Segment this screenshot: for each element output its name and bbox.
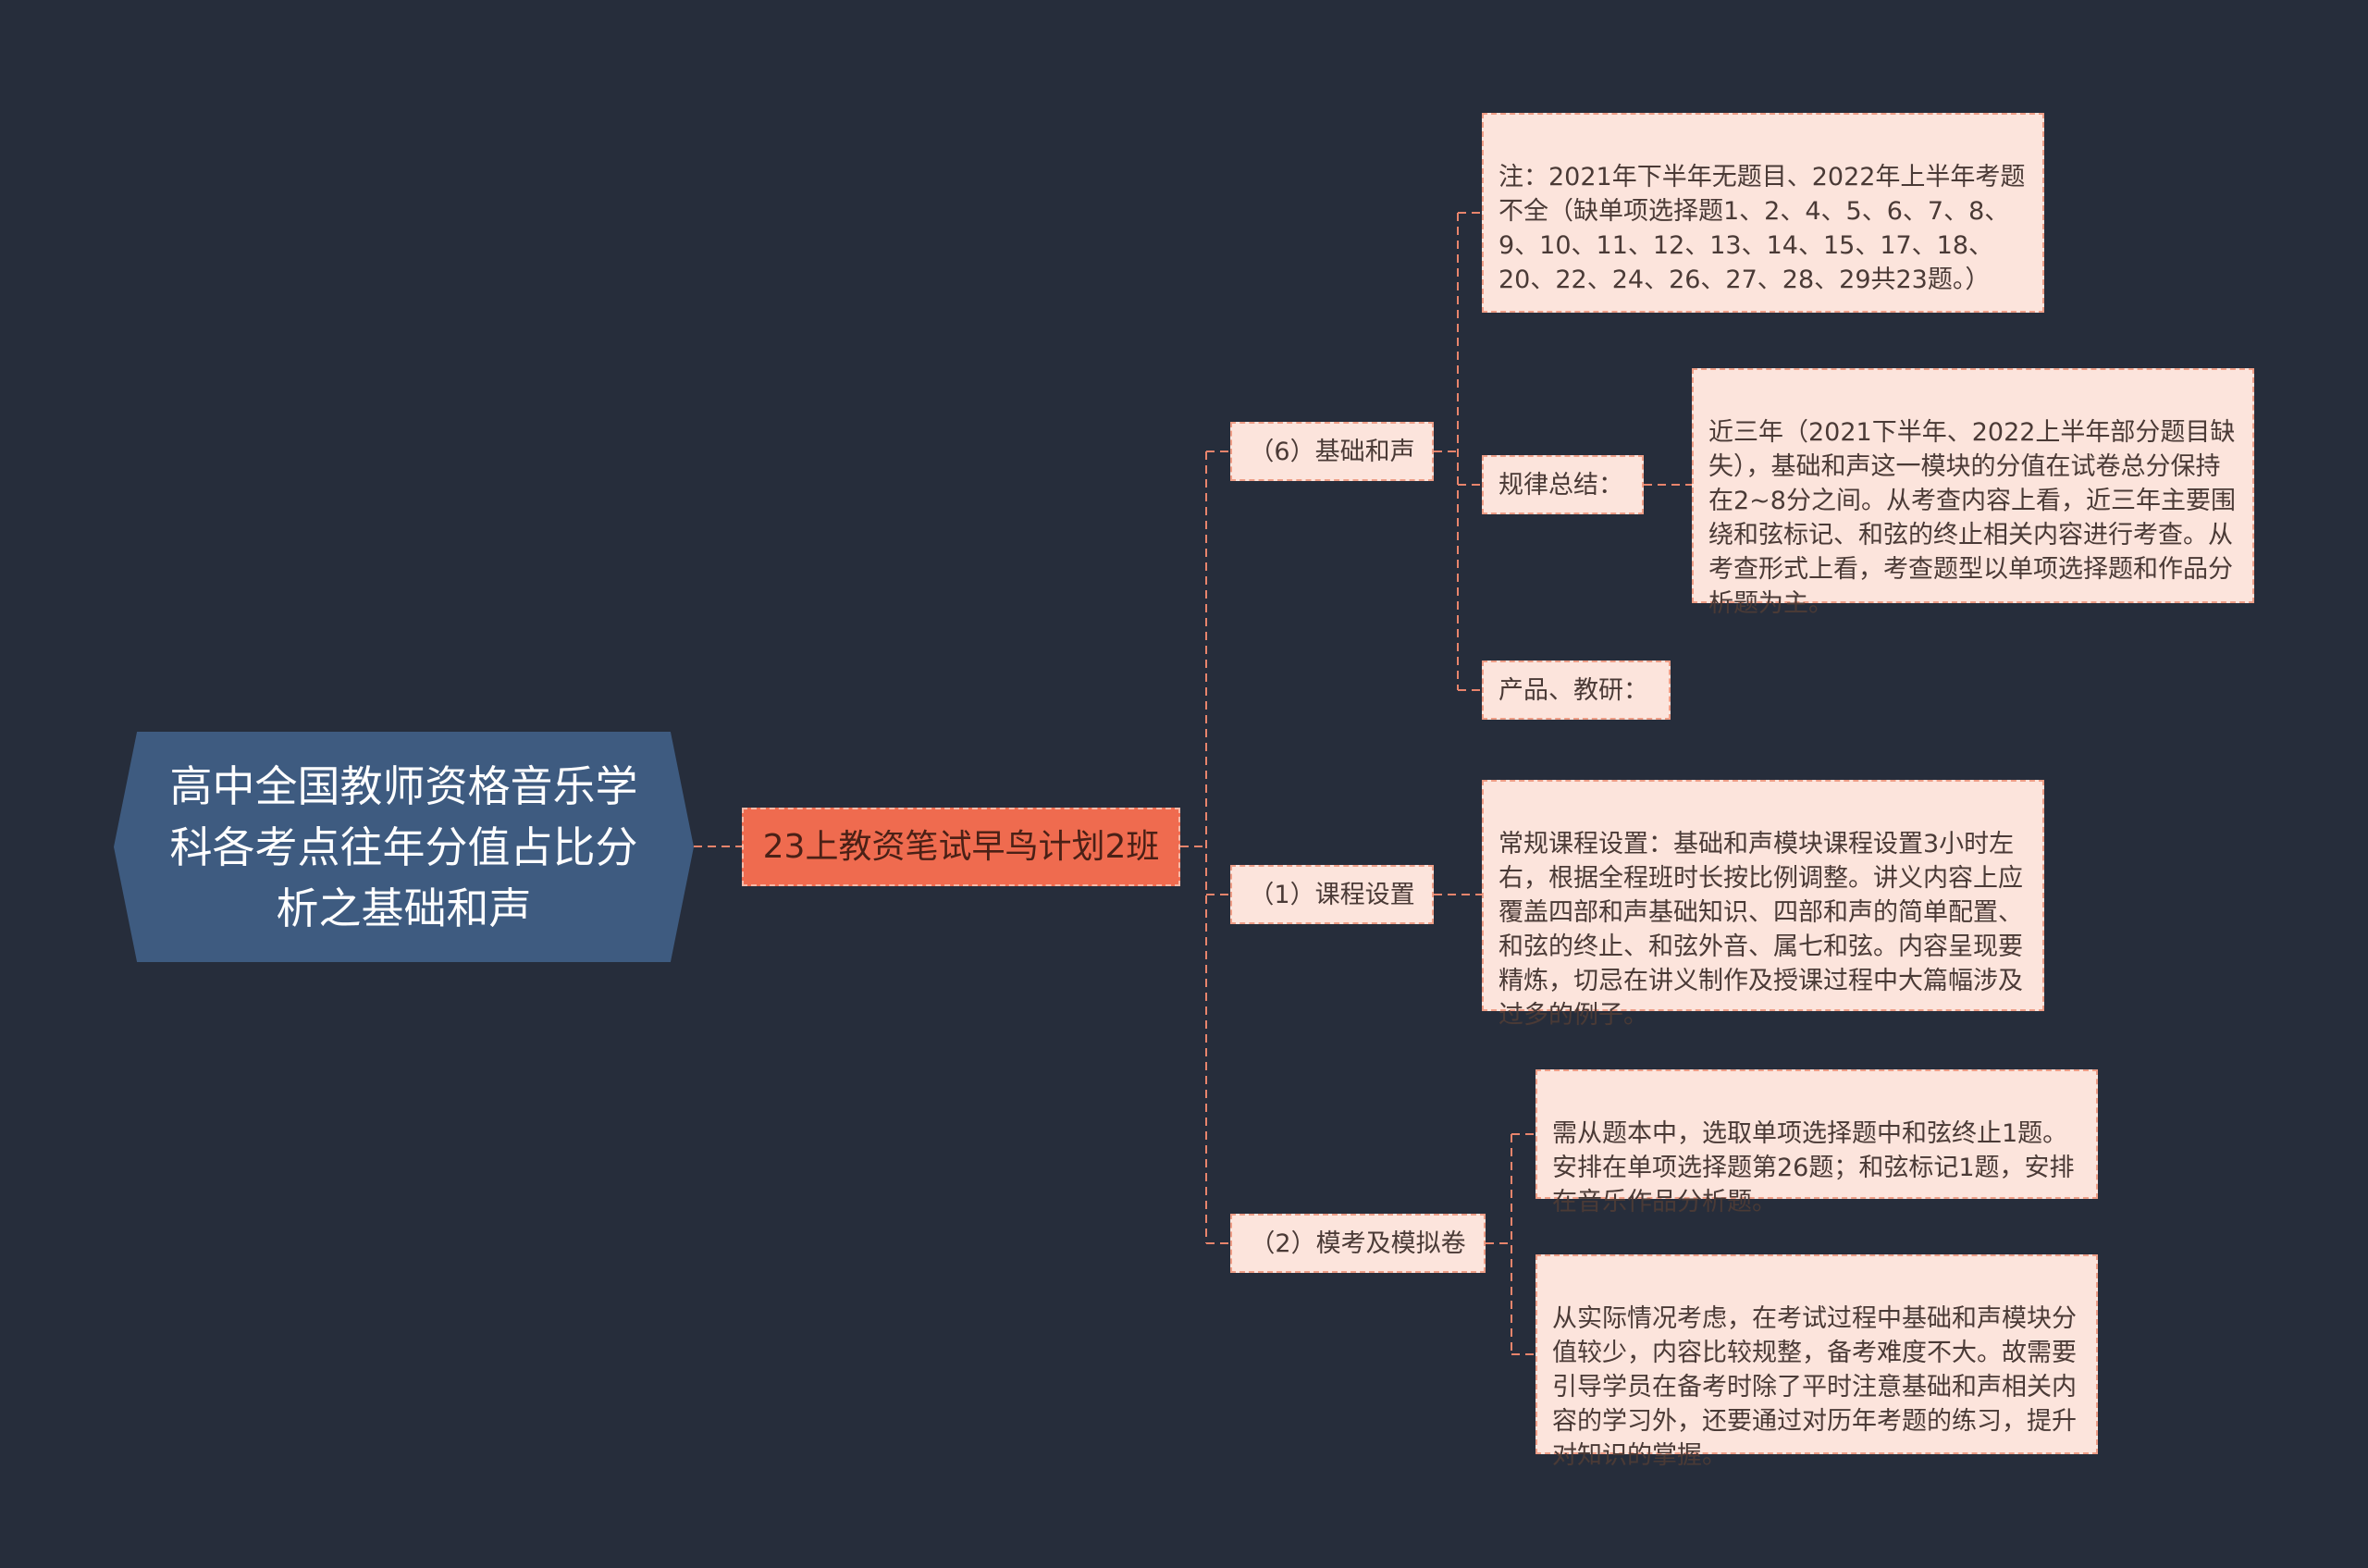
mock-exam-guidance-text: 从实际情况考虑，在考试过程中基础和声模块分值较少，内容比较规整，备考难度不大。故…: [1552, 1304, 2077, 1470]
mock-exam-selection[interactable]: 需从题本中，选取单项选择题中和弦终止1题。安排在单项选择题第26题；和弦标记1题…: [1536, 1069, 2098, 1216]
root-topic-text: 高中全国教师资格音乐学科各考点往年分值占比分析之基础和声: [169, 760, 638, 933]
pattern-summary-detail-text: 近三年（2021下半年、2022上半年部分题目缺失），基础和声这一模块的分值在试…: [1708, 418, 2236, 618]
branch-basic-harmony[interactable]: （6）基础和声: [1230, 422, 1434, 481]
root-topic[interactable]: 高中全国教师资格音乐学科各考点往年分值占比分析之基础和声: [114, 732, 694, 962]
course-setup-detail-text: 常规课程设置：基础和声模块课程设置3小时左右，根据全程班时长按比例调整。讲义内容…: [1498, 830, 2023, 1030]
pattern-summary-label-text: 规律总结：: [1498, 470, 1623, 500]
course-setup-detail[interactable]: 常规课程设置：基础和声模块课程设置3小时左右，根据全程班时长按比例调整。讲义内容…: [1482, 780, 2044, 1030]
branch-basic-harmony-label: （6）基础和声: [1249, 437, 1415, 466]
product-research-label-text: 产品、教研：: [1498, 675, 1648, 705]
product-research-label[interactable]: 产品、教研：: [1482, 661, 1671, 720]
branch-course-setup[interactable]: （1）课程设置: [1230, 865, 1434, 924]
pattern-summary-detail[interactable]: 近三年（2021下半年、2022上半年部分题目缺失），基础和声这一模块的分值在试…: [1692, 368, 2254, 618]
mock-exam-guidance[interactable]: 从实际情况考虑，在考试过程中基础和声模块分值较少，内容比较规整，备考难度不大。故…: [1536, 1254, 2098, 1470]
mock-exam-selection-text: 需从题本中，选取单项选择题中和弦终止1题。安排在单项选择题第26题；和弦标记1题…: [1552, 1119, 2075, 1216]
branch-mock-exam[interactable]: （2）模考及模拟卷: [1230, 1214, 1486, 1273]
note-missing-questions-text: 注：2021年下半年无题目、2022年上半年考题不全（缺单项选择题1、2、4、5…: [1498, 163, 2026, 294]
branch-course-setup-label: （1）课程设置: [1249, 880, 1415, 909]
main-topic-text: 23上教资笔试早鸟计划2班: [762, 827, 1160, 866]
branch-mock-exam-label: （2）模考及模拟卷: [1250, 1228, 1466, 1258]
pattern-summary-label[interactable]: 规律总结：: [1482, 455, 1644, 514]
main-topic[interactable]: 23上教资笔试早鸟计划2班: [742, 808, 1180, 886]
note-missing-questions[interactable]: 注：2021年下半年无题目、2022年上半年考题不全（缺单项选择题1、2、4、5…: [1482, 113, 2044, 313]
